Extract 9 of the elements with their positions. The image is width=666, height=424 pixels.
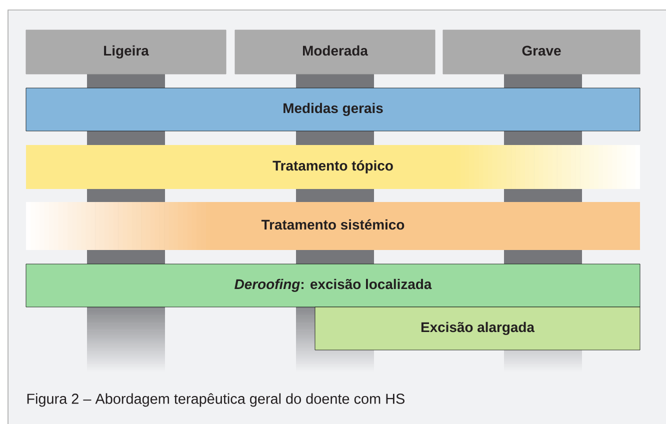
treatment-band: Deroofing: excisão localizada <box>26 264 640 308</box>
figure-caption: Figura 2 – Abordagem terapêutica geral do doente com HS <box>27 393 404 407</box>
severity-box: Ligeira <box>26 30 226 74</box>
treatment-band: Tratamento sistémico <box>26 202 640 250</box>
treatment-band: Excisão alargada <box>314 306 640 350</box>
severity-box: Grave <box>442 30 640 74</box>
treatment-band: Medidas gerais <box>26 88 640 132</box>
severity-box: Moderada <box>234 30 436 74</box>
treatment-band: Tratamento tópico <box>26 145 640 189</box>
